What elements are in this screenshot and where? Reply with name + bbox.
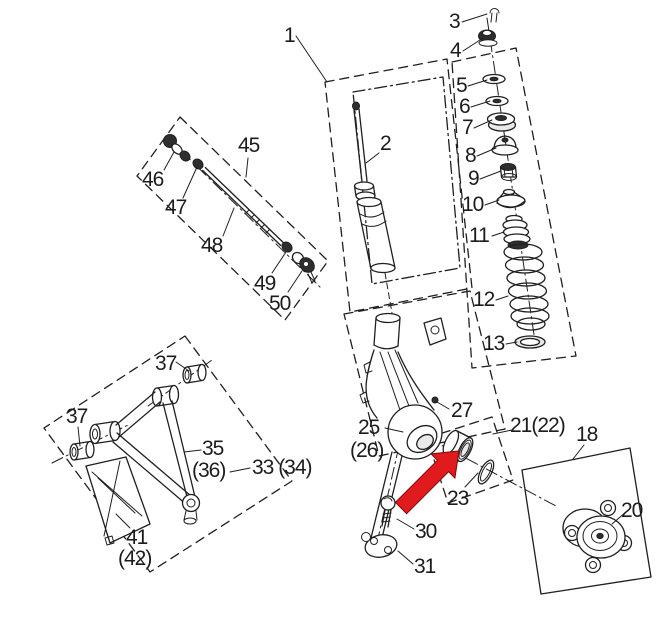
- bump-stop-11: [502, 214, 531, 250]
- tie-rod-assembly: [163, 134, 316, 284]
- part-label-35: 35: [202, 437, 224, 460]
- part-label-26: (26): [350, 439, 383, 462]
- arm-ball-joint-end: [181, 493, 201, 525]
- part-label-4: 4: [450, 39, 462, 62]
- red-highlight-arrow: [394, 450, 460, 515]
- tie-rod-end-upper: [163, 134, 191, 162]
- part-label-5: 5: [456, 74, 467, 97]
- part-label-3: 3: [449, 10, 460, 33]
- shock-lower-axis-line: [384, 272, 393, 314]
- washer-6: [485, 95, 509, 107]
- shock-inner-box: [352, 76, 461, 285]
- part-label-50: 50: [269, 292, 291, 315]
- part-labels: 12345678910111213454647484950373735(36)3…: [66, 10, 644, 578]
- spring-seat-10: [496, 188, 526, 209]
- part-label-42: (42): [118, 547, 151, 570]
- part-label-12: 12: [473, 288, 495, 311]
- guard-plate: [85, 456, 151, 546]
- tie-rod-nut-lower: [281, 241, 293, 253]
- leader-lines: [77, 13, 627, 565]
- clamp-bracket: [361, 532, 398, 558]
- tie-rod-shaft: [201, 166, 285, 247]
- cotter-pin: [489, 8, 500, 23]
- part-label-20: 20: [621, 499, 643, 522]
- knuckle-box: [343, 290, 506, 457]
- wheel-hub: [562, 499, 633, 574]
- part-label-10: 10: [462, 193, 484, 216]
- part-label-46: 46: [142, 168, 164, 191]
- part-label-7: 7: [462, 116, 473, 139]
- part-label-23: 23: [447, 487, 469, 510]
- part-label-49: 49: [254, 272, 276, 295]
- part-label-31: 31: [414, 555, 436, 578]
- tie-rod-box: [136, 116, 329, 321]
- washer-5: [482, 73, 506, 85]
- o-ring: [477, 459, 495, 485]
- tie-rod-nut-upper: [192, 158, 204, 170]
- part-label-47: 47: [165, 196, 187, 219]
- arm-sleeves-and-tubes: [89, 384, 196, 506]
- ball-joint-bolt: [380, 495, 396, 528]
- spring-seat-ring: [514, 335, 546, 349]
- cap-8: [491, 135, 519, 156]
- arm-bushing-right: [182, 363, 207, 384]
- shock-absorber: [352, 101, 396, 274]
- part-label-8: 8: [465, 144, 476, 167]
- lower-control-arm: [69, 363, 207, 546]
- part-label-2: 2: [380, 132, 391, 155]
- part-label-36: (36): [192, 459, 225, 482]
- part-label-25: 25: [358, 416, 380, 439]
- grease-fitting-dot: [431, 396, 439, 404]
- strut-assembly-box: [324, 58, 473, 313]
- part-label-45: 45: [238, 134, 260, 157]
- lock-nut: [478, 29, 498, 47]
- part-label-33-34: 33 (34): [252, 456, 312, 479]
- part-label-9: 9: [468, 167, 479, 190]
- assembly-boxes: [43, 47, 652, 595]
- part-label-41: 41: [126, 526, 148, 549]
- part-label-21-22: 21(22): [510, 414, 565, 437]
- bearing-box: [426, 416, 514, 504]
- strut-axis-line: [486, 17, 537, 349]
- hardware-spring-box: [451, 47, 577, 369]
- part-label-6: 6: [459, 95, 470, 118]
- part-label-37-right: 37: [155, 352, 177, 375]
- part-label-27: 27: [451, 399, 473, 422]
- thick-washer-7: [486, 112, 517, 132]
- part-label-30: 30: [415, 520, 437, 543]
- strut-hardware: [478, 8, 531, 250]
- part-label-11: 11: [469, 224, 489, 247]
- part-label-18: 18: [576, 423, 598, 446]
- hub-box: [521, 447, 652, 595]
- part-label-37-left: 37: [66, 405, 88, 428]
- spacer-nut-9: [499, 163, 518, 181]
- part-label-48: 48: [201, 234, 223, 257]
- tie-rod-end-lower: [291, 251, 316, 284]
- arm-bushing-left: [69, 440, 95, 461]
- control-arm-box: [43, 335, 293, 573]
- part-label-13: 13: [483, 332, 505, 355]
- part-label-1: 1: [284, 24, 295, 47]
- steering-knuckle: [359, 312, 447, 543]
- coil-spring: [503, 243, 550, 331]
